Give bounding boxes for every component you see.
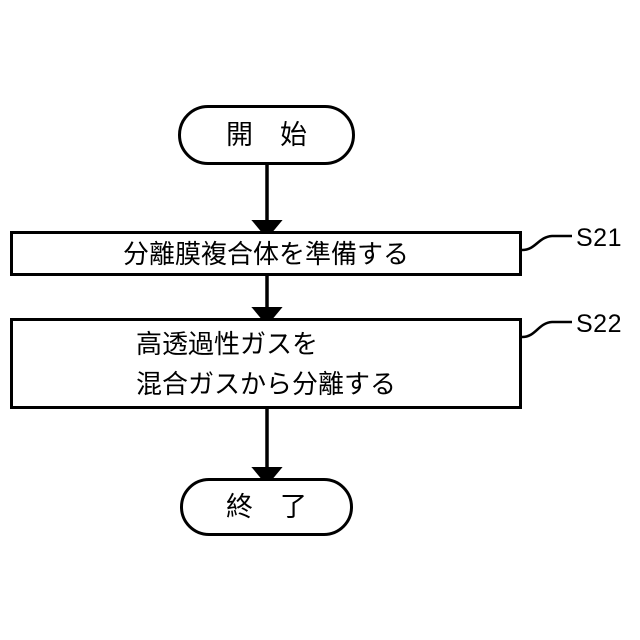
- leader-line-s21: [521, 234, 572, 252]
- end-node-label: 終 了: [226, 491, 307, 522]
- process-box-s21-label: 分離膜複合体を準備する: [122, 238, 409, 269]
- end-node: 終 了: [180, 478, 353, 536]
- process-box-s22: 高透過性ガスを 混合ガスから分離する: [10, 318, 522, 409]
- process-box-s21: 分離膜複合体を準備する: [10, 231, 522, 276]
- start-node-label: 開 始: [226, 119, 307, 150]
- step-reference-s22: S22: [576, 310, 622, 338]
- process-box-s22-label: 高透過性ガスを 混合ガスから分離する: [135, 328, 396, 399]
- start-node: 開 始: [178, 105, 355, 165]
- step-reference-s21: S21: [576, 224, 622, 252]
- leader-line-s22: [521, 320, 572, 339]
